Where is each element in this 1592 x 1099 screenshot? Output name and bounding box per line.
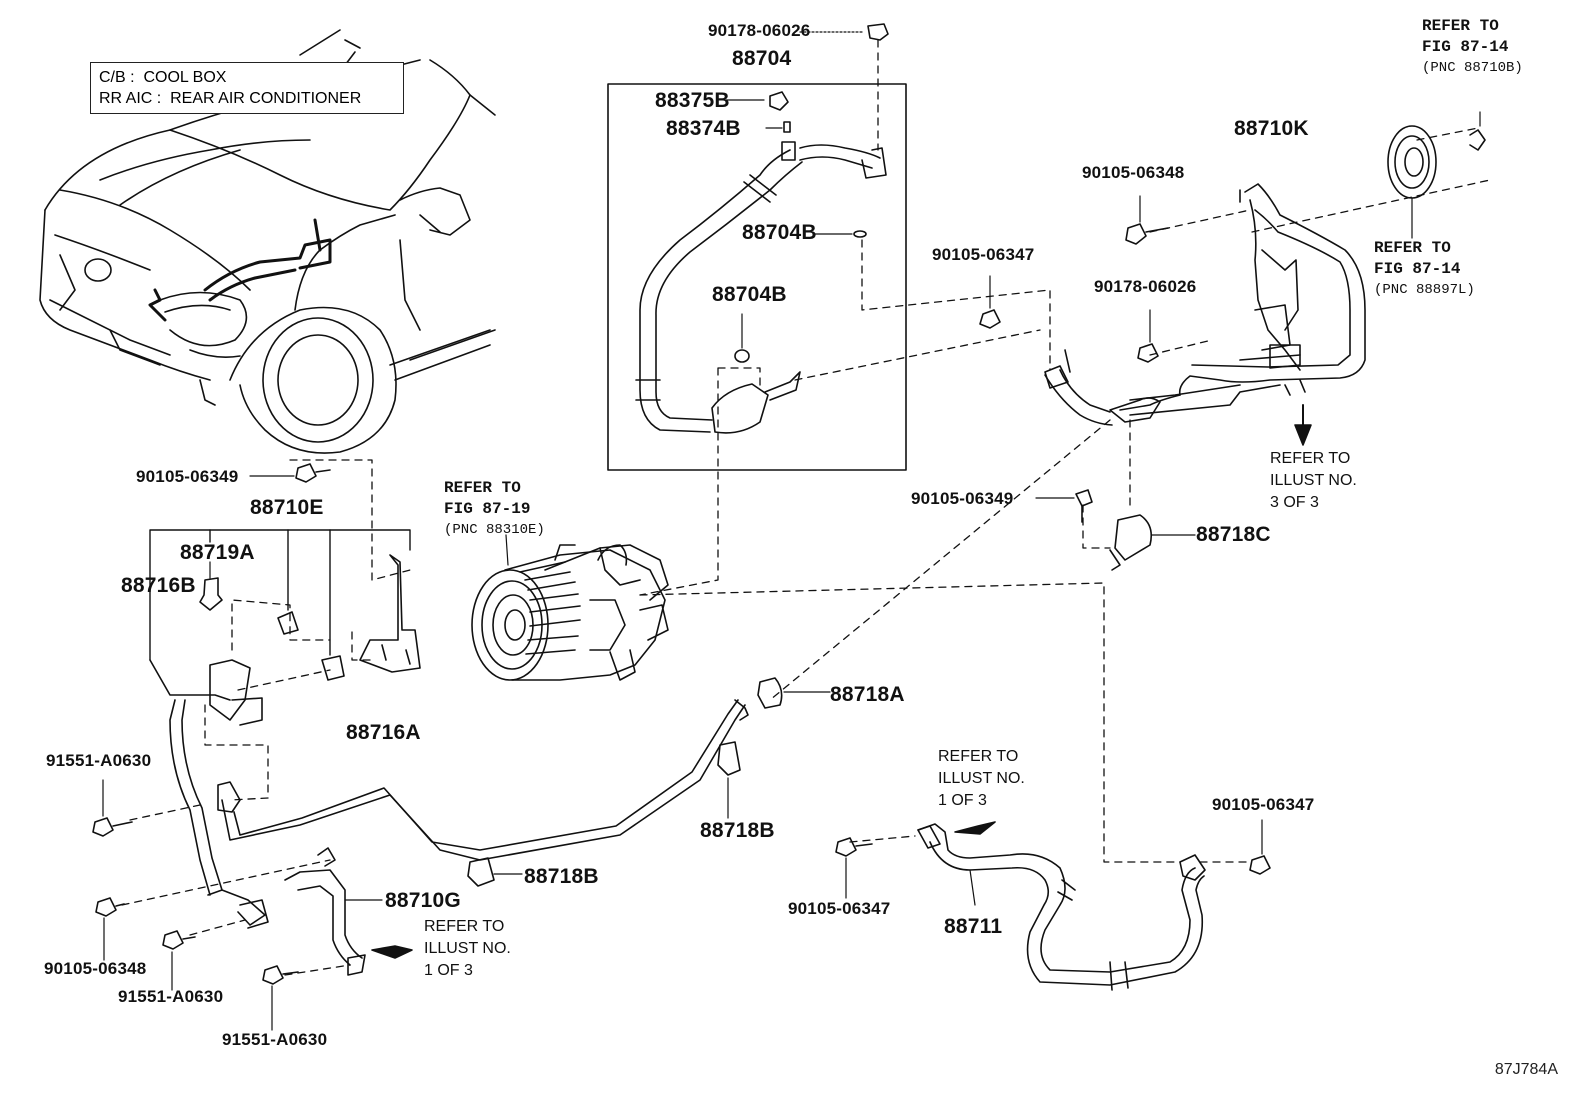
ref-line: ILLUST NO. — [424, 940, 511, 957]
part-label[interactable]: 88718A — [830, 683, 905, 706]
ref-line: REFER TO — [444, 479, 521, 497]
ref-line: REFER TO — [1422, 17, 1499, 35]
part-label[interactable]: 88716B — [121, 574, 196, 597]
ref-line: REFER TO — [424, 918, 505, 935]
part-label[interactable]: 88718C — [1196, 523, 1271, 546]
ref-illust-1-of-3-low[interactable]: REFER TO ILLUST NO. 1 OF 3 — [424, 916, 511, 982]
ref-line: 1 OF 3 — [424, 962, 473, 979]
bolt-91551-low2 — [262, 965, 299, 1031]
part-label[interactable]: 88716A — [346, 721, 421, 744]
part-label[interactable]: 90105-06348 — [44, 959, 147, 978]
illustration-code: 87J784A — [1494, 1061, 1558, 1078]
bolt-91551-low1 — [162, 930, 196, 991]
part-label[interactable]: 88710E — [250, 496, 324, 519]
88704B-oring — [853, 230, 867, 238]
ref-line: (PNC 88310E) — [444, 522, 545, 538]
part-label[interactable]: 88718B — [524, 865, 599, 888]
ref-line: (PNC 88710B) — [1422, 60, 1523, 76]
ref-line: REFER TO — [1374, 239, 1451, 257]
ref-fig-87-14-top[interactable]: REFER TO FIG 87-14 (PNC 88710B) — [1422, 16, 1523, 79]
vehicle-illustration — [39, 29, 496, 454]
ref-line: FIG 87-14 — [1374, 260, 1461, 278]
ref-fig-87-19[interactable]: REFER TO FIG 87-19 (PNC 88310E) — [444, 478, 545, 541]
part-label[interactable]: 88710K — [1234, 117, 1309, 140]
bolt-90105-06347-mid — [979, 275, 1001, 329]
clamp-88718B-low — [467, 857, 523, 887]
bolt-90105-06348-low — [95, 897, 125, 961]
part-label[interactable]: 88374B — [666, 117, 741, 140]
part-label[interactable]: 88704 — [732, 47, 792, 70]
part-label[interactable]: 88704B — [742, 221, 817, 244]
88704-hose — [635, 141, 887, 434]
part-label[interactable]: 91551-A0630 — [46, 751, 152, 770]
part-label[interactable]: 90105-06347 — [1212, 795, 1315, 814]
ref-line: 3 OF 3 — [1270, 494, 1319, 511]
ref-line: (PNC 88897L) — [1374, 282, 1475, 298]
bolt-90105-06347-right — [1249, 819, 1271, 875]
ref-line: FIG 87-19 — [444, 500, 531, 518]
clamp-88718C — [1109, 514, 1196, 571]
part-label[interactable]: 90105-06349 — [136, 467, 239, 486]
part-label[interactable]: 90105-06349 — [911, 489, 1014, 508]
part-label[interactable]: 90105-06347 — [932, 245, 1035, 264]
90178-nut-top — [867, 23, 889, 41]
88374B-core — [783, 121, 791, 133]
part-label[interactable]: 91551-A0630 — [222, 1030, 328, 1049]
legend-text: REAR AIR CONDITIONER — [170, 90, 362, 107]
88710K-pipe-assembly — [1044, 183, 1366, 426]
part-label[interactable]: 88704B — [712, 283, 787, 306]
ref-line: FIG 87-14 — [1422, 38, 1509, 56]
88704-assembly-box — [607, 83, 907, 471]
legend-abbr: RR AIC — [99, 90, 153, 107]
88704B-oring-2 — [734, 349, 750, 363]
part-label[interactable]: 91551-A0630 — [118, 987, 224, 1006]
clip-88710E-2 — [321, 655, 345, 681]
legend-row-rear-ac: RR AIC : REAR AIR CONDITIONER — [99, 90, 362, 107]
88711-pipe — [917, 823, 1206, 991]
ref-line: REFER TO — [1270, 450, 1351, 467]
part-label[interactable]: 88375B — [655, 89, 730, 112]
ref-illust-3-of-3[interactable]: REFER TO ILLUST NO. 3 OF 3 — [1270, 448, 1357, 514]
ref-line: ILLUST NO. — [938, 770, 1025, 787]
part-label[interactable]: 90178-06026 — [708, 21, 811, 40]
part-label[interactable]: 90105-06348 — [1082, 163, 1185, 182]
ref-fig-87-14-mid[interactable]: REFER TO FIG 87-14 (PNC 88897L) — [1374, 238, 1475, 301]
bracket-88710E — [359, 554, 421, 673]
part-label[interactable]: 90105-06347 — [788, 899, 891, 918]
part-label[interactable]: 88710G — [385, 889, 461, 912]
88716A-pipe — [221, 699, 749, 861]
part-label[interactable]: 88719A — [180, 541, 255, 564]
ref-line: REFER TO — [938, 748, 1019, 765]
part-label[interactable]: 88718B — [700, 819, 775, 842]
bolt-90105-06349-left — [249, 463, 331, 483]
clip-88710B — [1469, 129, 1486, 151]
bolt-90105-06349-right — [1035, 489, 1093, 523]
clamp-88718A — [757, 677, 831, 709]
ref-illust-1-of-3-mid[interactable]: REFER TO ILLUST NO. 1 OF 3 — [938, 746, 1025, 812]
legend-text: COOL BOX — [143, 69, 227, 86]
compressor — [471, 534, 669, 681]
sensor-88719A — [199, 561, 223, 611]
ref-line: ILLUST NO. — [1270, 472, 1357, 489]
part-label[interactable]: 88711 — [944, 915, 1003, 938]
88710G-pipe — [284, 847, 383, 976]
88716B-pipe — [149, 659, 269, 929]
legend-abbr: C/B — [99, 69, 126, 86]
bolt-90105-06347-low — [835, 837, 873, 899]
clip-88710E — [277, 611, 299, 635]
bolt-91551-left — [92, 779, 133, 837]
clamp-88718B-mid — [717, 741, 741, 819]
nut-90178-right — [1137, 309, 1159, 363]
legend-row-cool-box: C/B : COOL BOX — [99, 69, 227, 86]
88375B-cap — [769, 91, 789, 111]
abbreviation-legend: C/B : COOL BOX RR AIC : REAR AIR CONDITI… — [90, 62, 404, 114]
bolt-90105-06348-top — [1125, 195, 1169, 245]
part-label[interactable]: 90178-06026 — [1094, 277, 1197, 296]
ref-line: 1 OF 3 — [938, 792, 987, 809]
